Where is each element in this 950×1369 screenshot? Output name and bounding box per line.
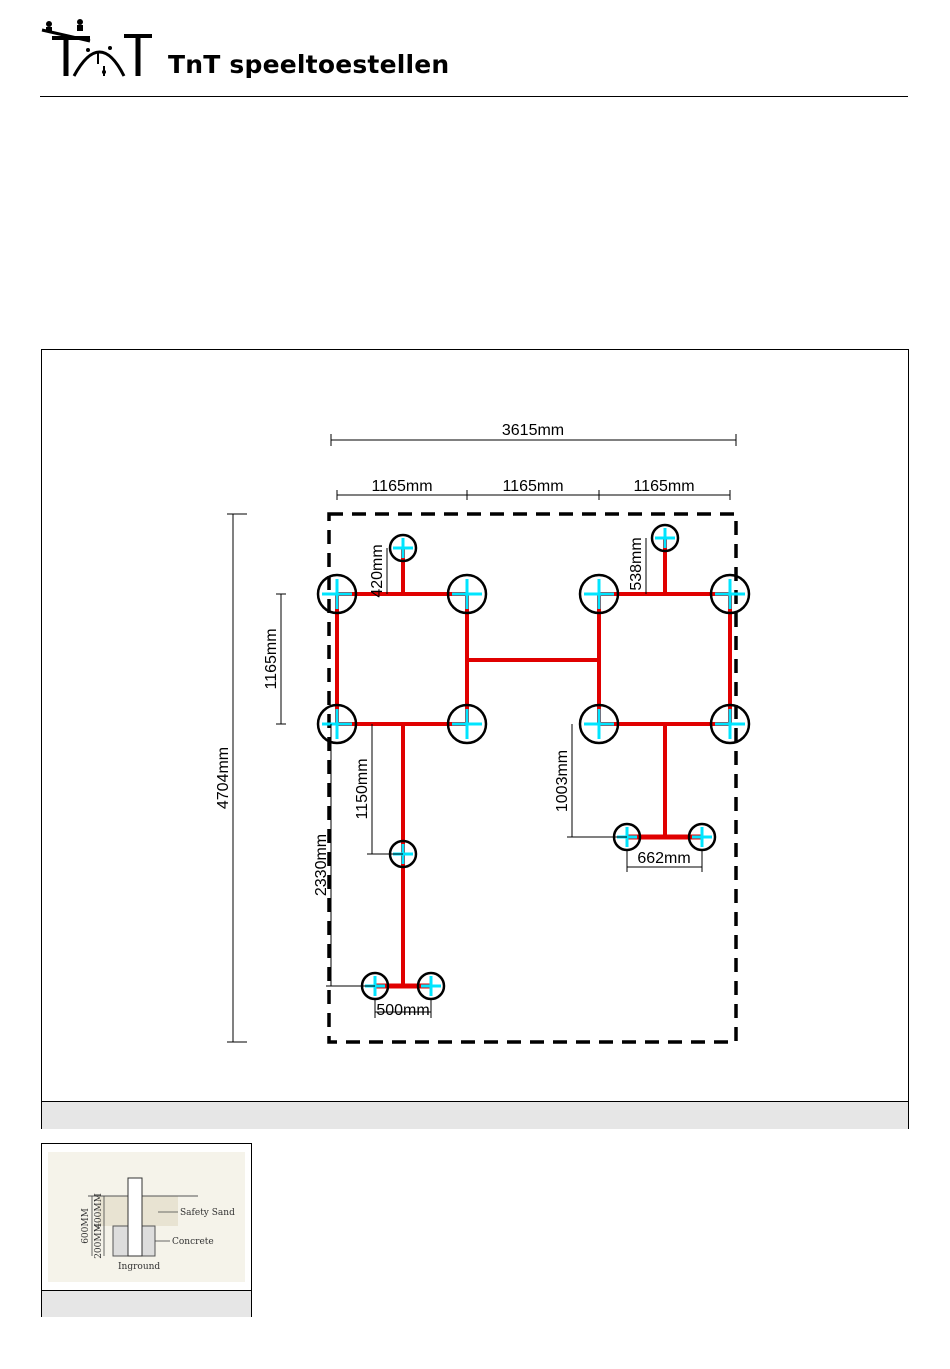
dim-segment-3: 1165mm: [633, 478, 694, 495]
foundation-detail-panel: 600MM 400MM 200MM Safety Sand Concrete I…: [41, 1143, 252, 1317]
post-marker: [448, 575, 486, 613]
dim-right-drop: 1003mm: [554, 750, 571, 812]
tnt-logo-icon: [40, 16, 155, 82]
post-marker: [390, 535, 416, 561]
page-header: TnT speeltoestellen: [40, 16, 908, 98]
site-plan-panel: 3615mm 1165mm 1165mm 1165mm 4704mm 1165m…: [41, 349, 909, 1129]
dim-left-module-height: 1165mm: [263, 628, 280, 689]
depth-bottom-label: 200MM: [94, 1223, 104, 1259]
dim-ladder-drop: 1150mm: [354, 758, 371, 819]
post-marker: [689, 824, 715, 850]
dim-overall-depth: 4704mm: [215, 747, 232, 809]
dim-left-arm-total: 2330mm: [313, 834, 330, 896]
foundation-caption-bar: [42, 1290, 251, 1317]
inground-label: Inground: [118, 1262, 160, 1272]
site-plan-diagram: 3615mm 1165mm 1165mm 1165mm 4704mm 1165m…: [42, 350, 908, 1100]
dim-top-left-offset: 420mm: [369, 544, 386, 597]
post-marker: [652, 525, 678, 551]
post-marker: [318, 575, 356, 613]
dim-segment-2: 1165mm: [502, 478, 563, 495]
post-marker: [418, 973, 444, 999]
dim-right-pair-spacing: 662mm: [637, 850, 690, 867]
plan-caption-bar: [42, 1101, 908, 1129]
post-marker: [580, 575, 618, 613]
post-marker: [448, 705, 486, 743]
safety-sand-label: Safety Sand: [180, 1208, 235, 1218]
concrete-label: Concrete: [172, 1237, 214, 1247]
brand-name: TnT speeltoestellen: [168, 50, 449, 79]
dim-top-right-offset: 538mm: [628, 537, 645, 590]
post-marker: [711, 705, 749, 743]
post-marker: [711, 575, 749, 613]
depth-total-label: 600MM: [81, 1208, 91, 1244]
dim-segment-1: 1165mm: [371, 478, 432, 495]
small-posts: [362, 525, 715, 999]
dim-overall-width: 3615mm: [502, 422, 564, 439]
post-marker: [580, 705, 618, 743]
foundation-detail-diagram: 600MM 400MM 200MM Safety Sand Concrete I…: [48, 1152, 245, 1282]
post-marker: [318, 705, 356, 743]
dim-bottom-pair-spacing: 500mm: [376, 1002, 429, 1019]
frame-beams: [337, 538, 730, 986]
header-divider: [40, 96, 908, 97]
